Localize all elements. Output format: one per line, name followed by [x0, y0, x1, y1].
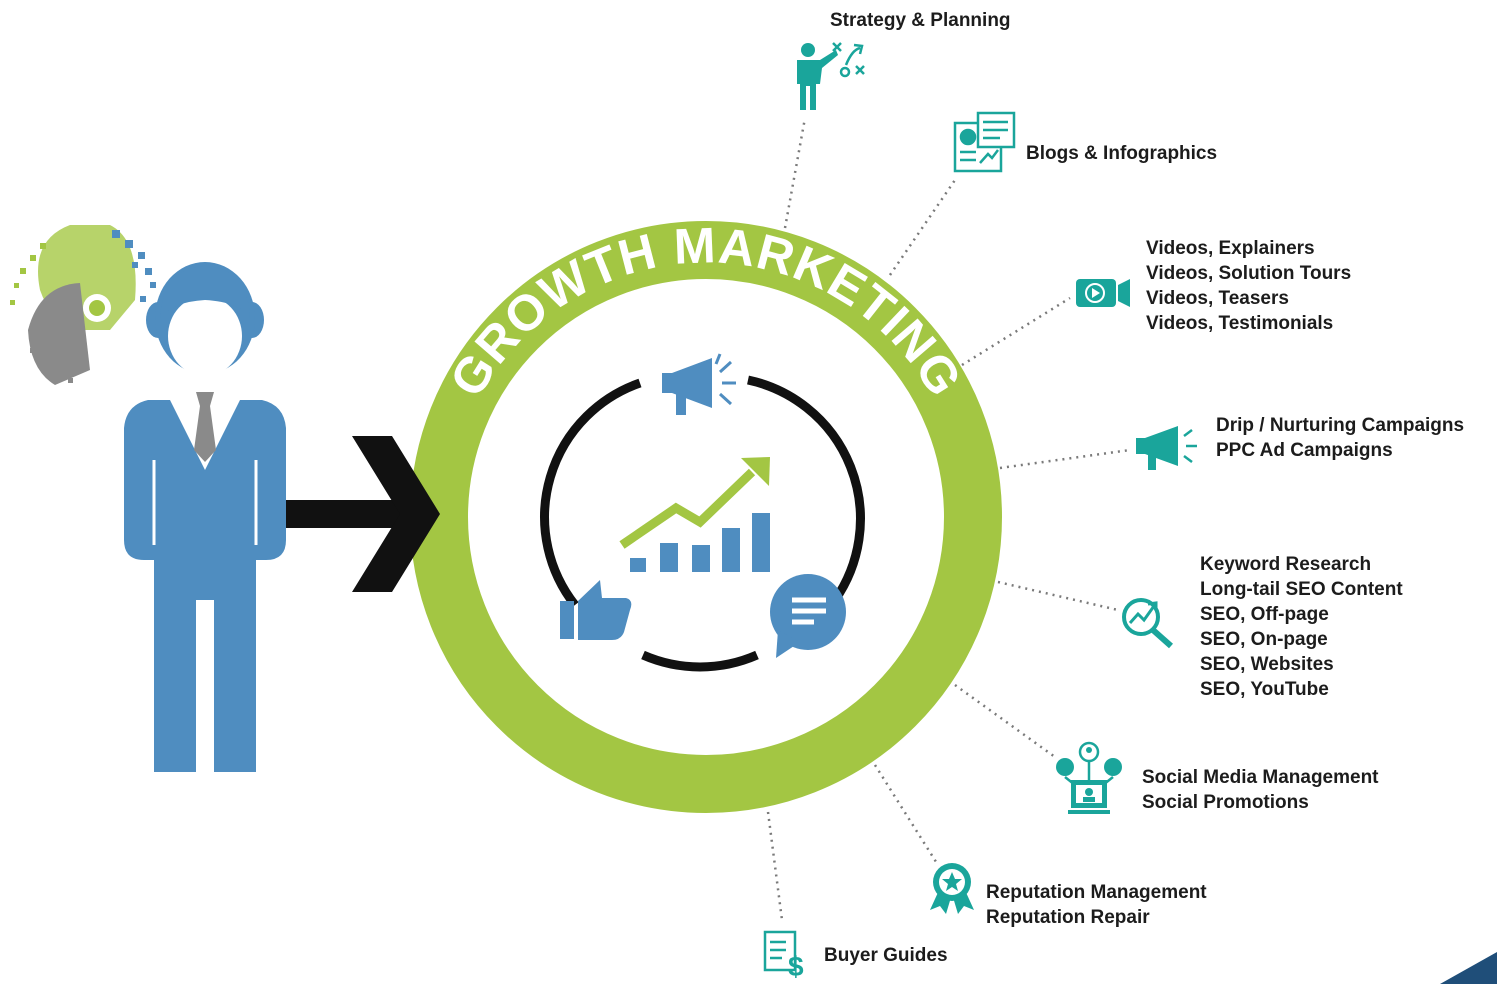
label-videos: Videos, Explainers Videos, Solution Tour… — [1146, 236, 1351, 336]
label-social: Social Media Management Social Promotion… — [1142, 765, 1379, 815]
connector-blogs — [888, 179, 957, 276]
strategy-planning-icon — [797, 42, 865, 110]
label-line: PPC Ad Campaigns — [1216, 440, 1393, 461]
cycle-arcs — [540, 375, 865, 672]
megaphone-icon — [1136, 426, 1197, 470]
connector-seo — [997, 580, 1119, 612]
label-line: Strategy & Planning — [830, 10, 1011, 31]
label-line: Videos, Explainers — [1146, 238, 1315, 259]
label-blogs-infographics: Blogs & Infographics — [1026, 141, 1217, 166]
center-megaphone-icon — [662, 353, 736, 415]
person-tie — [194, 392, 216, 462]
label-line: SEO, Websites — [1200, 654, 1334, 675]
label-line: Blogs & Infographics — [1026, 143, 1218, 164]
label-line: SEO, YouTube — [1200, 679, 1329, 700]
connector-reputation — [873, 764, 940, 866]
video-camera-icon — [1076, 279, 1130, 307]
corner-accent — [1440, 952, 1497, 984]
chat-bubble-icon — [770, 574, 846, 658]
label-line: Social Media Management — [1142, 767, 1379, 788]
cycle-arc-right — [747, 375, 865, 603]
label-seo: Keyword Research Long-tail SEO Content S… — [1200, 552, 1403, 702]
label-line: Reputation Repair — [986, 907, 1150, 928]
growth-trend-arrowhead — [741, 457, 770, 486]
person-hair — [160, 266, 250, 318]
growth-bar-4 — [722, 528, 740, 572]
growth-bar-3 — [692, 545, 710, 572]
cycle-arc-left — [540, 378, 642, 608]
person-torso — [124, 400, 286, 772]
label-strategy-planning: Strategy & Planning — [830, 8, 1011, 33]
label-line: Drip / Nurturing Campaigns — [1216, 415, 1465, 436]
award-ribbon-icon — [930, 863, 974, 914]
label-line: SEO, On-page — [1200, 629, 1328, 650]
connector-strategy — [783, 117, 807, 229]
connector-drip — [999, 448, 1131, 470]
label-line: Reputation Management — [986, 882, 1207, 903]
label-line: Long-tail SEO Content — [1200, 579, 1403, 600]
growth-chart-icon — [619, 457, 770, 572]
growth-bar-5 — [752, 513, 770, 572]
label-line: SEO, Off-page — [1200, 604, 1329, 625]
connector-social — [954, 683, 1056, 759]
label-line: Videos, Teasers — [1146, 288, 1289, 309]
connector-videos — [961, 296, 1071, 367]
label-reputation: Reputation Management Reputation Repair — [986, 880, 1207, 930]
growth-trend-line — [619, 468, 756, 549]
person-face — [168, 296, 242, 376]
cycle-arc-bottom — [641, 650, 759, 672]
thumbs-up-icon — [560, 580, 632, 640]
growth-bar-2 — [660, 543, 678, 572]
arrow-to-center — [284, 436, 440, 592]
seo-search-icon — [1122, 598, 1173, 649]
label-line: Videos, Testimonials — [1146, 313, 1334, 334]
growth-ring — [410, 221, 1002, 813]
growth-bar-1 — [630, 558, 646, 572]
label-line: Social Promotions — [1142, 792, 1309, 813]
connector-buyer — [766, 811, 784, 921]
label-line: Buyer Guides — [824, 945, 948, 966]
buyer-guide-icon: $ — [763, 930, 804, 982]
label-campaigns: Drip / Nurturing Campaigns PPC Ad Campai… — [1216, 413, 1464, 463]
svg-text:$: $ — [788, 951, 804, 982]
label-buyer-guides: Buyer Guides — [824, 943, 948, 968]
label-line: Keyword Research — [1200, 554, 1372, 575]
business-person-icon — [124, 262, 286, 772]
company-logo-icon — [10, 225, 156, 385]
social-network-icon — [1056, 741, 1122, 814]
blog-document-icon — [953, 111, 1016, 173]
connector-lines — [766, 117, 1131, 921]
label-line: Videos, Solution Tours — [1146, 263, 1352, 284]
